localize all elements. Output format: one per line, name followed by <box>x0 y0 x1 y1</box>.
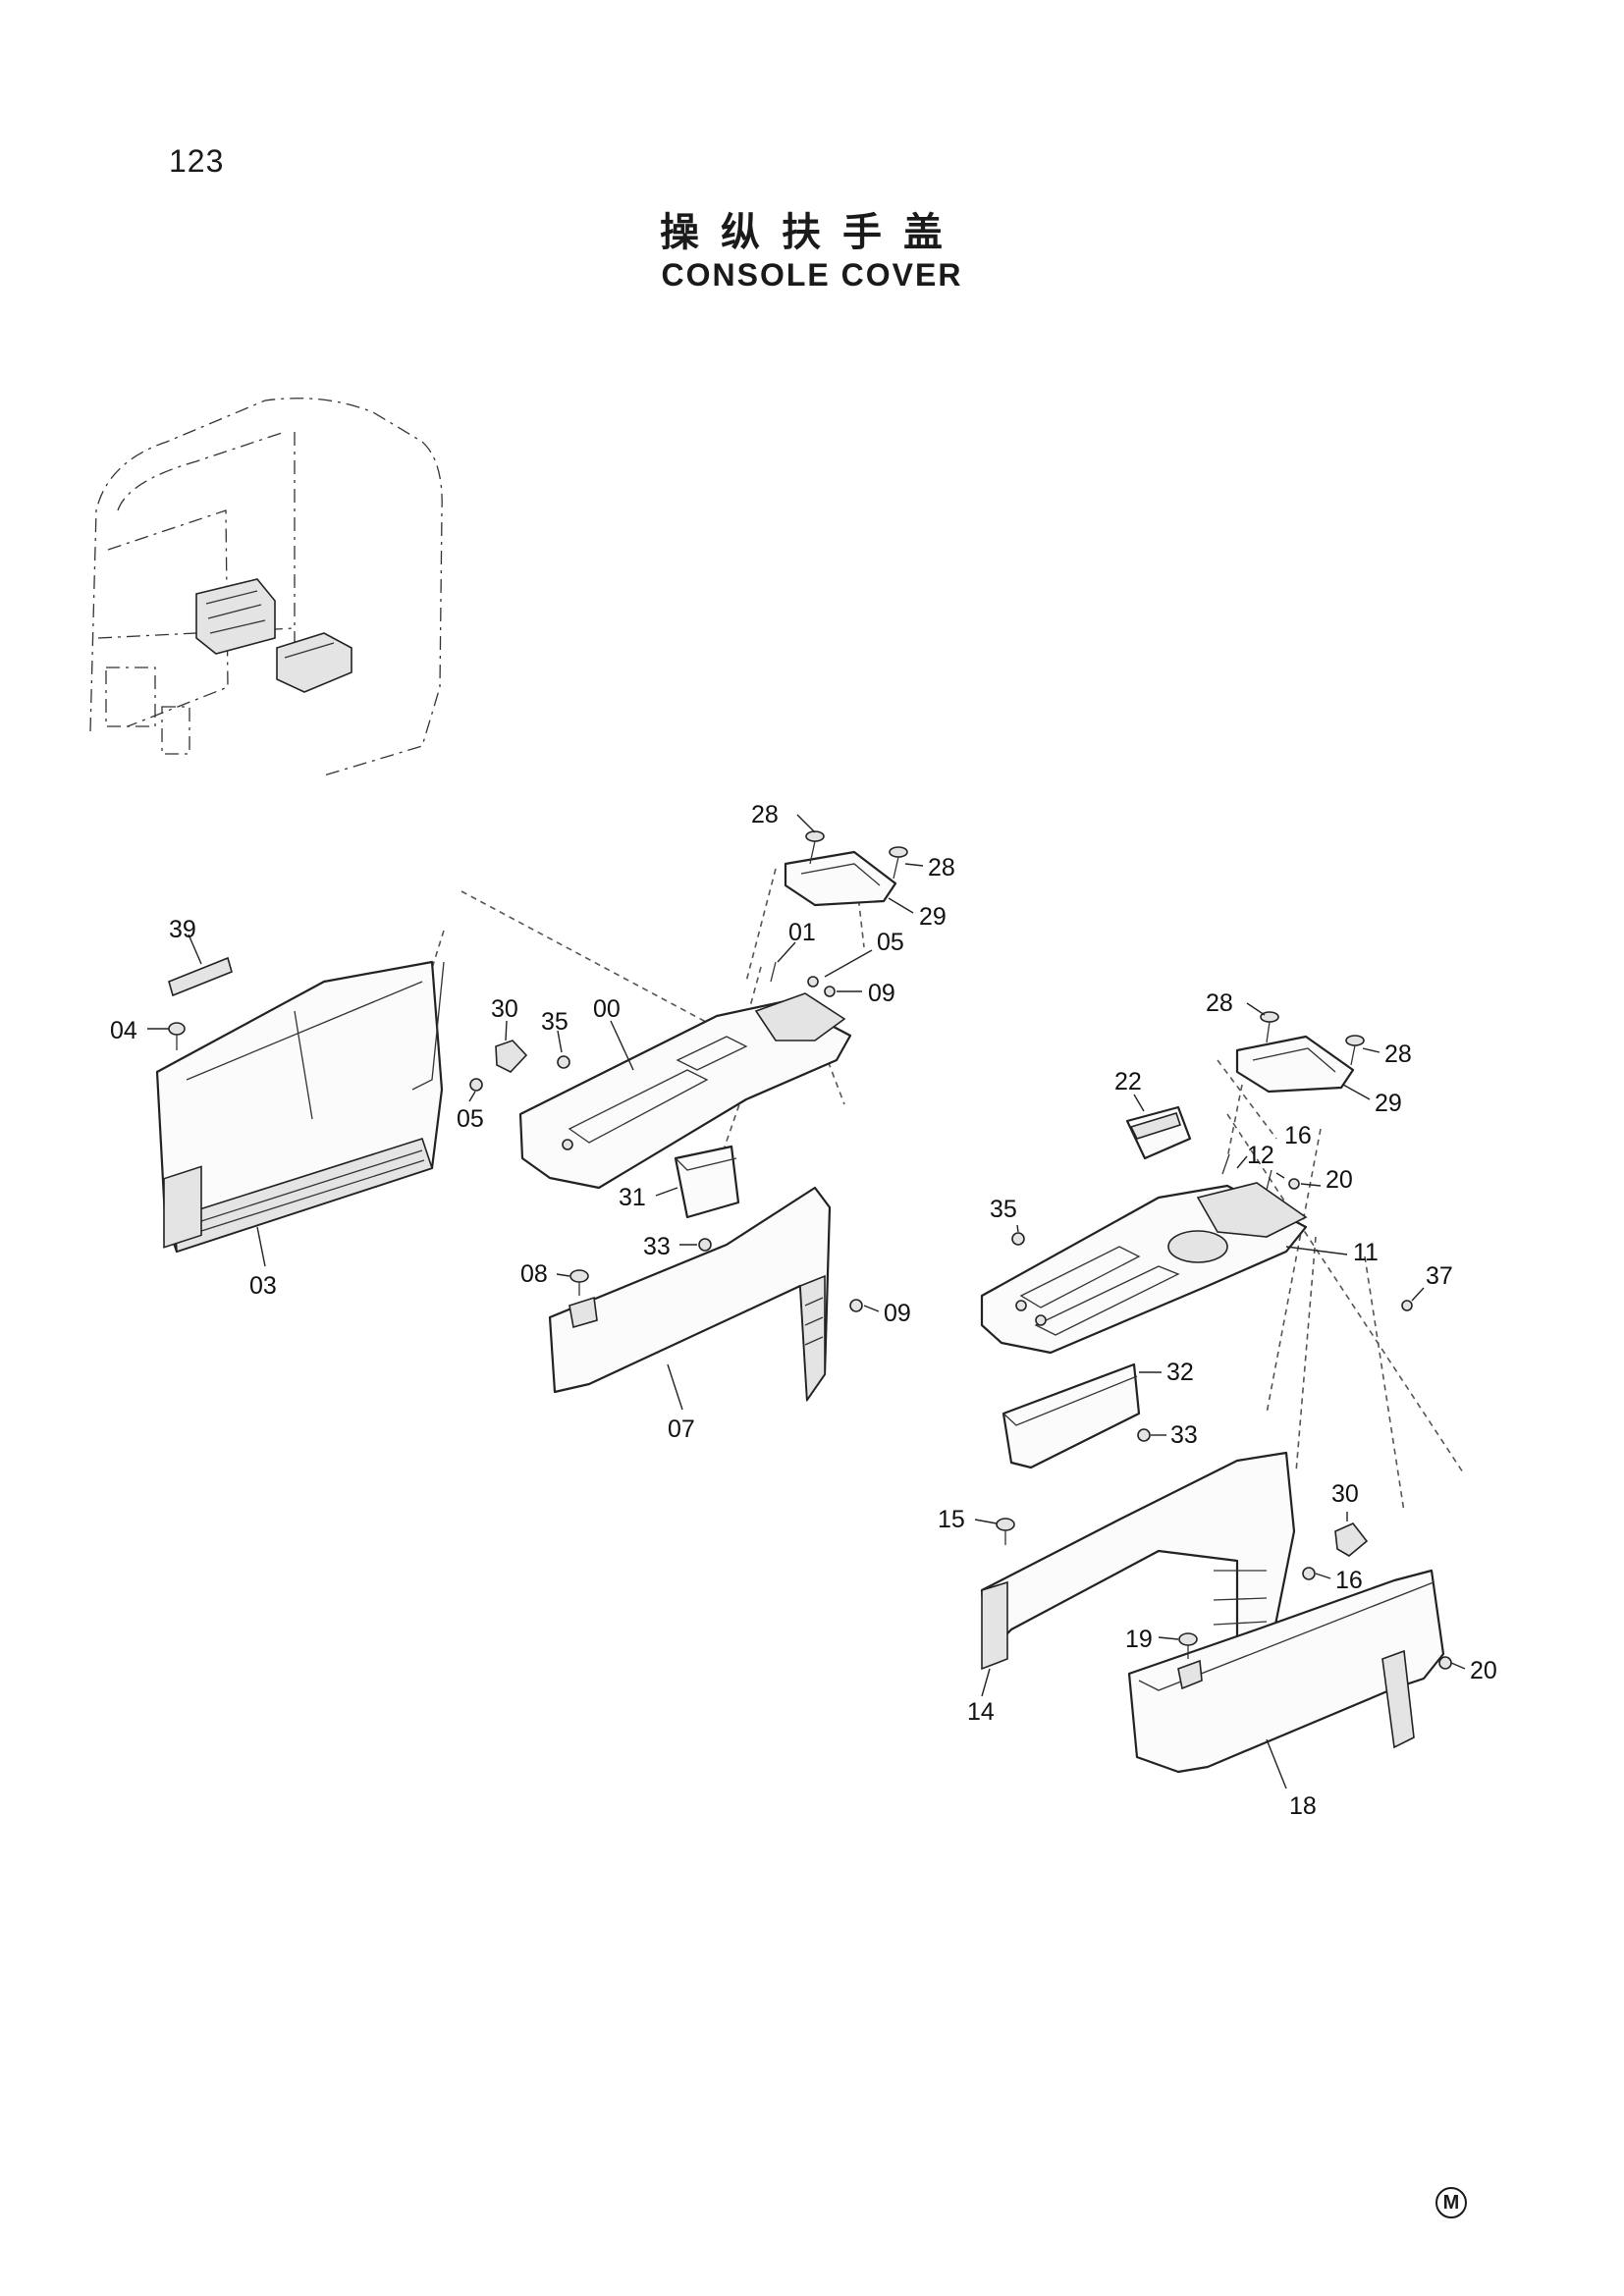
switch-box-22 <box>1125 1105 1192 1160</box>
callout: 05 <box>877 929 904 956</box>
tray-32 <box>1001 1362 1141 1469</box>
callout: 33 <box>1170 1421 1198 1449</box>
callout: 28 <box>1206 989 1233 1017</box>
bolt-28-left-a <box>805 830 825 865</box>
callout: 28 <box>751 801 779 828</box>
callout: 08 <box>520 1260 548 1288</box>
callout: 09 <box>868 980 895 1007</box>
bolt-28-right-b <box>1345 1035 1365 1066</box>
screw-16-top <box>1266 1169 1272 1191</box>
screw-05-top <box>807 976 819 988</box>
clip-30-right <box>1334 1522 1369 1557</box>
leader-lines <box>147 814 1466 1789</box>
cab-inset <box>89 398 443 776</box>
callout: 30 <box>491 995 518 1023</box>
callout: 39 <box>169 916 196 943</box>
armrest-pad-29-right <box>1235 1035 1355 1094</box>
callout: 15 <box>938 1506 965 1533</box>
callout: 33 <box>643 1233 671 1260</box>
nut-20-top <box>1288 1178 1300 1190</box>
callout: 22 <box>1114 1068 1142 1095</box>
nut-37 <box>1401 1300 1413 1311</box>
callout: 03 <box>249 1272 277 1300</box>
callout: 35 <box>990 1196 1017 1223</box>
callout: 19 <box>1125 1626 1153 1653</box>
armrest-pad-29-left <box>784 850 897 907</box>
front-cover-14 <box>980 1451 1296 1671</box>
nut-09-top <box>824 986 836 997</box>
screw-12 <box>1221 1153 1230 1175</box>
assembly-lines-right <box>1217 1059 1464 1513</box>
callout: 28 <box>928 854 955 881</box>
callout: 04 <box>110 1017 137 1044</box>
screw-33-right <box>1137 1428 1151 1442</box>
nut-35-right <box>1011 1232 1025 1246</box>
cup-holder-31 <box>674 1145 740 1219</box>
screw-08 <box>569 1269 589 1296</box>
screw-15 <box>996 1518 1015 1545</box>
bolt-01 <box>770 961 777 983</box>
nut-35-left <box>557 1055 570 1069</box>
front-cover-07 <box>548 1186 832 1403</box>
callout: 18 <box>1289 1792 1317 1820</box>
callout: 29 <box>1375 1090 1402 1117</box>
side-cover-03 <box>155 960 445 1254</box>
clip-30-left <box>495 1040 528 1073</box>
callout: 31 <box>619 1184 646 1211</box>
callout: 16 <box>1284 1122 1312 1149</box>
title-chinese: 操纵扶手盖 <box>660 210 964 255</box>
page-number: 123 <box>169 143 225 179</box>
callout: 09 <box>884 1300 911 1327</box>
callout: 01 <box>788 919 816 946</box>
screw-04 <box>168 1022 186 1050</box>
callout: 20 <box>1326 1166 1353 1194</box>
callout: 14 <box>967 1698 995 1726</box>
callout: 11 <box>1353 1239 1379 1266</box>
corner-marker: M <box>1435 2187 1467 2218</box>
bolt-28-right-a <box>1260 1011 1279 1043</box>
callout: 07 <box>668 1415 695 1443</box>
callout-labels: 28 28 29 01 05 09 39 30 35 00 04 05 31 3… <box>110 801 1497 1820</box>
callout: 00 <box>593 995 621 1023</box>
callout: 28 <box>1384 1041 1412 1068</box>
callout: 29 <box>919 903 947 931</box>
callout: 20 <box>1470 1657 1497 1684</box>
title-english: CONSOLE COVER <box>661 257 963 293</box>
callout: 37 <box>1426 1262 1453 1290</box>
callout: 16 <box>1335 1567 1363 1594</box>
screw-05-left <box>469 1078 483 1092</box>
nut-09-side <box>849 1299 863 1312</box>
label-plate-39 <box>168 956 233 997</box>
callout: 12 <box>1247 1142 1274 1169</box>
callout: 05 <box>457 1105 484 1133</box>
callout: 30 <box>1331 1480 1359 1508</box>
screw-19 <box>1178 1632 1198 1659</box>
screw-33-left <box>698 1238 712 1252</box>
bolt-28-left-b <box>889 846 908 880</box>
callout: 32 <box>1166 1359 1194 1386</box>
console-top-11 <box>980 1182 1308 1355</box>
front-cover-18 <box>1127 1569 1445 1774</box>
callout: 35 <box>541 1008 568 1036</box>
console-top-00 <box>518 992 852 1190</box>
nut-16-side <box>1302 1567 1316 1580</box>
nut-20-side <box>1438 1656 1452 1670</box>
